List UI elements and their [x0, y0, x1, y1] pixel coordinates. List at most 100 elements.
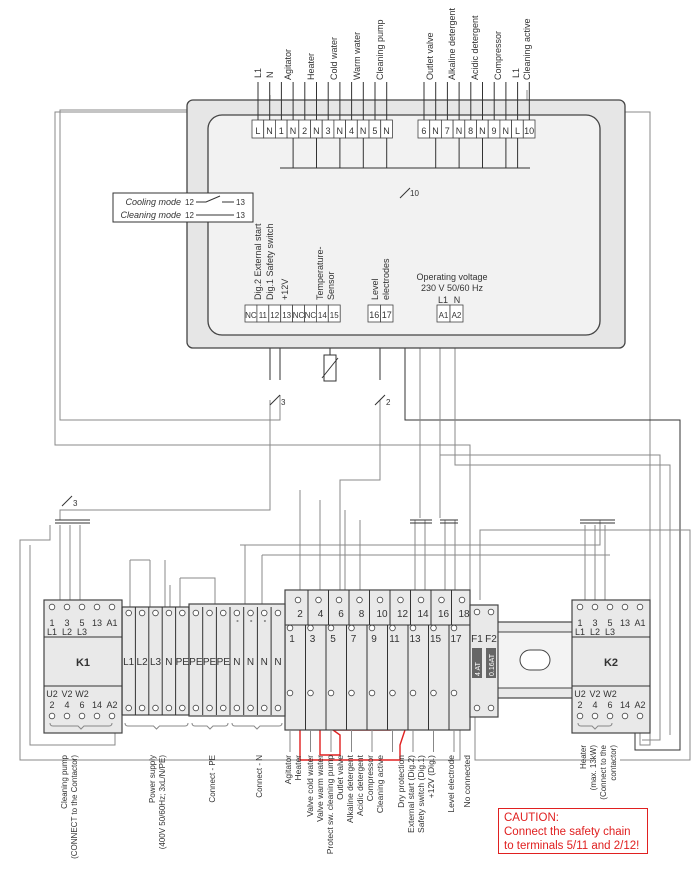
controller-top-terminal: N: [337, 126, 344, 136]
heater-label: (max. 13kW): [589, 745, 598, 791]
cable-count-level: 2: [386, 398, 391, 407]
contactor-terminal-number: 6: [79, 700, 84, 710]
group-brace: [49, 722, 113, 730]
bottom-label-left: Power supply: [148, 755, 157, 803]
block-terminal-bottom: 9: [371, 634, 377, 645]
terminal-screw-icon: [78, 712, 86, 720]
block-terminal-bottom: 11: [389, 634, 400, 645]
bottom-label-terminal: Acidic detergent: [355, 754, 365, 816]
power-terminal: PE: [176, 657, 190, 668]
bottom-label-left: (CONNECT to the Contactor): [70, 755, 79, 859]
controller-top-terminal: N: [479, 126, 486, 136]
controller-top-label: L1: [253, 68, 263, 78]
contactor-phase-label: L1: [47, 627, 57, 637]
terminal-screw-icon: [108, 712, 116, 720]
contactor-phase-label: V2: [589, 689, 600, 699]
power-terminal: L3: [150, 657, 162, 668]
controller-bottom-terminal: 11: [259, 311, 268, 320]
controller-top-terminal: 9: [492, 126, 497, 136]
fuse-name: F2: [485, 634, 497, 645]
caution-box: CAUTION: Connect the safety chain to ter…: [498, 808, 648, 854]
power-terminal: N: [165, 657, 172, 668]
group-brace: [191, 722, 229, 730]
terminal-screw-icon: [48, 603, 56, 611]
terminal-screw-icon: [430, 624, 437, 632]
controller-top-terminal: N: [360, 126, 367, 136]
terminal-screw-icon: [206, 704, 213, 712]
contactor-terminal-number: 13: [620, 618, 630, 628]
controller-top-terminal: N: [456, 126, 463, 136]
terminal-screw-icon: [458, 596, 466, 604]
terminal-screw-icon: [368, 624, 376, 632]
bottom-label-terminal: No connected: [462, 755, 472, 808]
controller-bottom-label: Dig.1 Safety switch: [265, 223, 275, 300]
terminal-screw-icon: [315, 596, 322, 604]
caution-line-1: Connect the safety chain: [504, 826, 631, 838]
contactor-name: K1: [76, 657, 90, 669]
terminal-screw-icon: [307, 689, 314, 697]
heater-label: Heater: [579, 745, 588, 769]
terminal-screw-icon: [165, 609, 173, 617]
terminal-screw-icon: [621, 603, 629, 611]
controller-top-label: Alkaline detergent: [447, 7, 457, 80]
fuse-rating: 4 AT: [475, 661, 482, 676]
terminal-screw-icon: [247, 704, 254, 712]
bottom-label-terminal: Compressor: [365, 755, 375, 801]
terminal-screw-icon: [179, 609, 186, 617]
n-terminal: N: [274, 657, 281, 668]
bottom-label-terminal: Safety switch (Dig.1): [416, 755, 426, 833]
contactor-phase-label: L1: [575, 627, 585, 637]
controller-bottom-label: Dig.2 External start: [253, 223, 263, 300]
terminal-screw-icon: [397, 596, 404, 604]
controller-bottom-terminal: 14: [318, 311, 327, 320]
controller-bottom-label: electrodes: [381, 258, 391, 300]
terminal-screw-icon: [389, 689, 396, 697]
block-terminal-top: 2: [297, 609, 303, 620]
terminal-screw-icon: [274, 609, 282, 617]
controller-bottom-terminal-cell: [380, 304, 394, 323]
terminal-screw-icon: [274, 704, 282, 712]
legend-to-terminal: 13: [236, 198, 245, 207]
controller-top-terminal: 3: [326, 126, 331, 136]
controller-top-label: Outlet valve: [425, 32, 435, 80]
operating-voltage-value: 230 V 50/60 Hz: [421, 283, 484, 293]
power-terminal: L2: [137, 657, 149, 668]
terminal-screw-icon: [348, 689, 355, 697]
block-terminal-bottom: 7: [351, 634, 357, 645]
controller-top-terminal: L: [515, 126, 520, 136]
controller-top-terminal: 5: [372, 126, 377, 136]
contactor-name: K2: [604, 657, 618, 669]
bottom-label-terminal: Heater: [293, 755, 303, 781]
terminal-screw-icon: [138, 704, 146, 712]
contactor-phase-label: W2: [75, 689, 89, 699]
bottom-label-terminal: Agitator: [283, 755, 293, 784]
controller-top-terminal: N: [503, 126, 510, 136]
terminal-screw-icon: [286, 624, 294, 632]
pe-n-terminal-block: [188, 603, 286, 717]
controller-top-label: Warm water: [352, 32, 362, 80]
contactor-terminal-number: 5: [79, 618, 84, 628]
heater-label: contactor): [609, 745, 618, 781]
contactor-phase-label: W2: [603, 689, 617, 699]
controller-top-label: Agitator: [283, 49, 293, 80]
controller-top-label: Cold water: [329, 37, 339, 80]
contactor-terminal-number: A2: [106, 700, 117, 710]
group-brace: [124, 722, 189, 730]
controller-bottom-terminal: 15: [330, 311, 339, 320]
controller-top-label: N: [265, 72, 275, 79]
bottom-label-terminal: Valve warm water: [315, 755, 325, 822]
terminal-screw-icon: [591, 603, 599, 611]
controller-inner-panel: [207, 114, 601, 336]
block-terminal-bottom: 17: [450, 634, 462, 645]
contactor-phase-label: U2: [46, 689, 58, 699]
terminal-screw-icon: [430, 689, 437, 697]
cable-count-left: 3: [281, 398, 286, 407]
contactor-terminal-number: 6: [607, 700, 612, 710]
operating-voltage-title: Operating voltage: [416, 272, 487, 282]
controller-top-terminal: N: [266, 126, 273, 136]
controller-top-terminal: 7: [445, 126, 450, 136]
block-terminal-top: 14: [417, 609, 429, 620]
controller-bottom-label: Level: [370, 278, 380, 300]
operating-voltage-n: N: [454, 295, 461, 305]
